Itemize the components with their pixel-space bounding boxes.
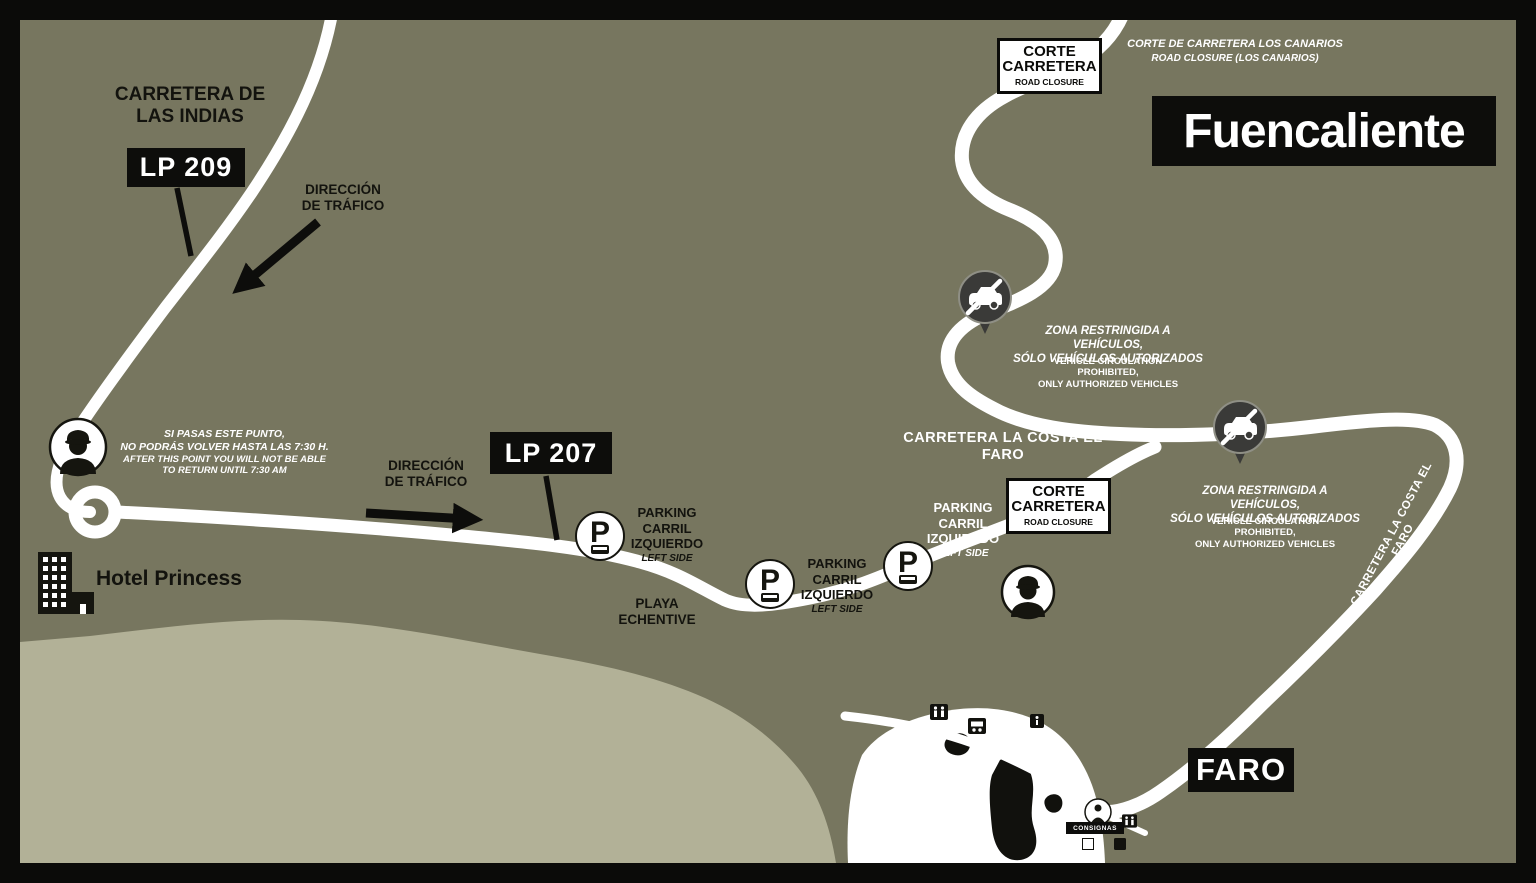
hotel-annex xyxy=(72,592,94,614)
bus-windows xyxy=(763,595,777,598)
parking-icon-circle xyxy=(883,541,933,591)
lava-blob-large xyxy=(989,756,1037,861)
label-traffic-direction-1: DIRECCIÓN DE TRÁFICO xyxy=(301,182,385,213)
lp207-pointer xyxy=(543,475,560,541)
person-icon-body xyxy=(1091,817,1105,822)
road-closure-subtitle: ROAD CLOSURE xyxy=(1015,76,1084,87)
restroom-icon-faro xyxy=(1122,814,1137,828)
page-title: Fuencaliente xyxy=(1152,96,1496,166)
parking-icon-circle xyxy=(575,511,625,561)
parking-letter: P xyxy=(760,564,780,597)
traffic-arrow-indias xyxy=(232,218,321,294)
bus-windows xyxy=(593,547,607,550)
lp209-pointer xyxy=(174,187,194,257)
label-restricted-zone-1-es: ZONA RESTRINGIDA A VEHÍCULOS, SÓLO VEHÍC… xyxy=(1013,325,1203,365)
label-closure-note-es: CORTE DE CARRETERA LOS CANARIOS xyxy=(1127,38,1343,50)
road-lp209 xyxy=(50,2,339,518)
light-terrain-area xyxy=(20,619,836,863)
label-parking-3: PARKING CARRIL IZQUIERDO xyxy=(926,500,1000,547)
label-parking-2-sub: LEFT SIDE xyxy=(811,604,863,615)
bus-stop-icon xyxy=(968,718,986,734)
kiosk-icon xyxy=(1082,838,1094,850)
no-vehicles-icon-2 xyxy=(1213,400,1267,464)
label-hotel-princess: Hotel Princess xyxy=(96,567,242,590)
police-officer-icon-2 xyxy=(1000,564,1056,620)
label-parking-1: PARKING CARRIL IZQUIERDO xyxy=(630,505,704,552)
police-icon-shoulders xyxy=(1011,602,1045,617)
police-icon-cap-brim xyxy=(1016,584,1040,590)
road-closure-title-2: CORTE CARRETERA xyxy=(1011,483,1106,516)
hotel-windows xyxy=(43,557,66,607)
road-closure-title: CORTE CARRETERA xyxy=(1002,43,1097,76)
road-faro-branch xyxy=(840,711,1093,809)
building-icon-faro xyxy=(1114,838,1126,850)
police-icon-shoulders xyxy=(60,458,96,474)
faro-badge: FARO xyxy=(1188,748,1294,792)
lp209-badge: LP 209 xyxy=(127,148,245,187)
prohibition-slash xyxy=(965,278,1003,316)
police-icon-cap xyxy=(66,430,90,441)
parking-icon-3: P xyxy=(883,541,933,591)
bus-windows xyxy=(901,577,915,580)
label-parking-3-sub: LEFT SIDE xyxy=(937,548,989,559)
police-icon-cap xyxy=(1017,576,1039,586)
parking-letter: P xyxy=(590,516,610,549)
road-closure-sign-top: CORTE CARRETERA ROAD CLOSURE xyxy=(997,38,1102,94)
label-carretera-indias: CARRETERA DE LAS INDIAS xyxy=(114,84,266,127)
restroom-icon xyxy=(930,704,948,720)
label-checkpoint-es: SI PASAS ESTE PUNTO, NO PODRÁS VOLVER HA… xyxy=(120,428,329,453)
police-officer-icon-1 xyxy=(48,417,108,477)
prohibition-slash xyxy=(1220,408,1258,446)
label-checkpoint-en: AFTER THIS POINT YOU WILL NOT BE ABLE TO… xyxy=(122,454,327,477)
parking-icon-2: P xyxy=(745,559,795,609)
lp207-badge: LP 207 xyxy=(490,432,612,474)
consignas-badge: CONSIGNAS xyxy=(1066,822,1124,834)
label-restricted-zone-2-en: VEHICLE CIRCULATION PROHIBITED, ONLY AUT… xyxy=(1194,516,1336,550)
label-restricted-zone-1-en: VEHICLE CIRCULATION PROHIBITED, ONLY AUT… xyxy=(1037,356,1179,390)
person-icon-head xyxy=(1094,804,1102,812)
police-icon-cap-brim xyxy=(65,439,91,445)
label-playa-echentive: PLAYA ECHENTIVE xyxy=(618,596,696,628)
info-icon xyxy=(1030,714,1044,728)
hotel-door xyxy=(80,604,86,614)
label-parking-2: PARKING CARRIL IZQUIERDO xyxy=(800,556,874,603)
parking-icon-circle xyxy=(745,559,795,609)
road-closure-sign-coastal: CORTE CARRETERA ROAD CLOSURE xyxy=(1006,478,1111,534)
label-costa-el-faro-1: CARRETERA LA COSTA EL FARO xyxy=(903,430,1103,463)
label-restricted-zone-2-es: ZONA RESTRINGIDA A VEHÍCULOS, SÓLO VEHÍC… xyxy=(1170,485,1360,525)
parking-letter: P xyxy=(898,546,918,579)
salinas-white-area xyxy=(847,708,1105,863)
car-wheel xyxy=(989,300,999,310)
car-wheel xyxy=(1244,430,1254,440)
label-traffic-direction-2: DIRECCIÓN DE TRÁFICO xyxy=(384,458,468,489)
person-circle-icon xyxy=(1084,798,1112,826)
lava-blob-tiny xyxy=(1044,794,1063,813)
hotel-building-icon xyxy=(38,552,94,614)
traffic-arrow-coastal xyxy=(365,502,484,534)
road-closure-subtitle-2: ROAD CLOSURE xyxy=(1024,516,1093,527)
label-closure-note-en: ROAD CLOSURE (LOS CANARIOS) xyxy=(1151,53,1319,64)
label-parking-1-sub: LEFT SIDE xyxy=(641,553,693,564)
parking-icon-1: P xyxy=(575,511,625,561)
road-costa-el-faro xyxy=(940,1,1464,819)
no-vehicles-icon-1 xyxy=(958,270,1012,334)
